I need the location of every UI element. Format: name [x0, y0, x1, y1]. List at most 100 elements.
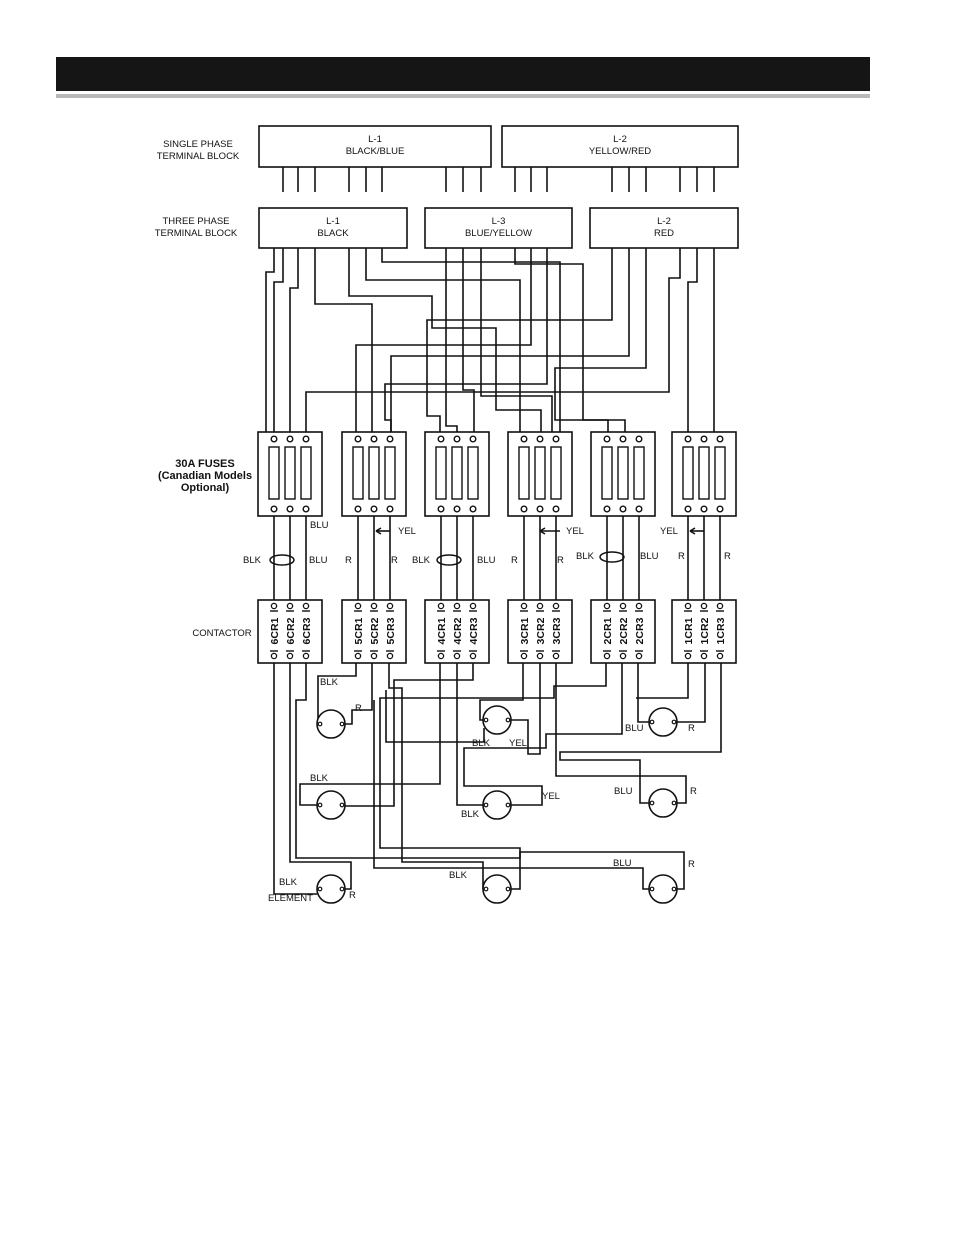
- contactor-terminal: [270, 652, 278, 660]
- single-phase-block: [258, 125, 492, 168]
- wire-label: BLK: [279, 877, 298, 888]
- contactor-name: 6CR1: [269, 617, 281, 644]
- contactor-name: 4CR1: [436, 617, 448, 644]
- wire-label: R: [557, 555, 564, 566]
- element-wire: [456, 659, 483, 806]
- fuse: [435, 446, 447, 500]
- header-bar: [56, 57, 870, 91]
- fuse-terminal: [386, 505, 394, 513]
- element-wire: [636, 659, 689, 699]
- fuse-terminal: [270, 435, 278, 443]
- contactor-terminal: [286, 602, 294, 610]
- element-wire: [289, 659, 352, 890]
- heating-element: [316, 874, 346, 904]
- supply-wire: [289, 248, 299, 436]
- contactor-terminal: [302, 602, 310, 610]
- supply-wire: [445, 248, 458, 436]
- fuse-terminal: [520, 505, 528, 513]
- element-wire: [345, 659, 474, 807]
- yel-arrow-head: [689, 527, 696, 535]
- fuse: [550, 446, 562, 500]
- element-terminal: [339, 886, 345, 892]
- fuse-terminal: [536, 505, 544, 513]
- block-color: RED: [654, 228, 674, 239]
- fuse-terminal: [286, 435, 294, 443]
- contactor-terminal: [619, 602, 627, 610]
- supply-wire: [365, 248, 521, 436]
- heating-elements: [316, 705, 678, 904]
- three-phase-label: THREE PHASE: [162, 216, 229, 227]
- contactor-terminal: [520, 602, 528, 610]
- wire-label: BLK: [243, 555, 262, 566]
- element-wire: [559, 659, 722, 804]
- element-terminal: [317, 802, 323, 808]
- contactor-name: 2CR1: [602, 617, 614, 644]
- element-wire: [511, 659, 541, 755]
- contactor-terminal: [716, 652, 724, 660]
- element-terminal: [317, 886, 323, 892]
- supply-wire: [381, 248, 561, 436]
- wire-label: BLK: [310, 773, 329, 784]
- contactor-name: 3CR2: [535, 617, 547, 644]
- wire-label: BLU: [309, 555, 328, 566]
- fuse: [601, 446, 613, 500]
- supply-wire: [384, 248, 548, 436]
- block-name: L-3: [492, 216, 506, 227]
- fuse-terminal: [469, 505, 477, 513]
- heating-element: [482, 874, 512, 904]
- contactor-terminal: [700, 652, 708, 660]
- fuse: [682, 446, 694, 500]
- wire-label: BLU: [477, 555, 496, 566]
- fuse: [451, 446, 463, 500]
- contactor-name: 6CR2: [285, 617, 297, 644]
- three-phase-block: [589, 207, 739, 249]
- wire-label: BLU: [614, 786, 633, 797]
- element-terminal: [339, 802, 345, 808]
- wire-label: YEL: [566, 526, 584, 537]
- element-wire: [385, 690, 485, 743]
- contactor-terminal: [635, 652, 643, 660]
- contactor-terminal: [603, 652, 611, 660]
- header-rule: [56, 94, 870, 98]
- supply-wire: [480, 248, 553, 436]
- fuse: [284, 446, 296, 500]
- contactor-terminal: [354, 652, 362, 660]
- fuse-terminal: [603, 505, 611, 513]
- single-phase-label: TERMINAL BLOCK: [157, 151, 240, 162]
- contactor-name: 3CR3: [551, 617, 563, 644]
- fuse-terminal: [520, 435, 528, 443]
- fuse: [534, 446, 546, 500]
- wire-label: BLU: [613, 858, 632, 869]
- supply-wire: [462, 248, 475, 436]
- supply-wire: [314, 248, 373, 436]
- contactor-name: 2CR3: [634, 617, 646, 644]
- contactor-name: 5CR3: [385, 617, 397, 644]
- contactor-terminal: [270, 602, 278, 610]
- fuses-label: Optional): [181, 482, 230, 494]
- element-terminal: [671, 886, 677, 892]
- element-wire: [379, 659, 607, 890]
- element-wire: [388, 659, 484, 889]
- contactor-terminal: [635, 602, 643, 610]
- contactor-name: 1CR2: [699, 617, 711, 644]
- element-terminal: [671, 719, 677, 725]
- wire-label: BLK: [320, 677, 339, 688]
- fuse: [633, 446, 645, 500]
- fuses-label: 30A FUSES: [175, 458, 235, 470]
- contactor-name: 2CR2: [618, 617, 630, 644]
- element-terminal: [505, 717, 511, 723]
- supply-wire: [426, 248, 613, 436]
- three-phase-label: TERMINAL BLOCK: [155, 228, 238, 239]
- contactor-terminal: [370, 652, 378, 660]
- fuse-terminal: [684, 435, 692, 443]
- wire-bundle: [599, 551, 625, 563]
- fuse-terminal: [270, 505, 278, 513]
- fuse-terminal: [286, 505, 294, 513]
- fuse-terminal: [700, 435, 708, 443]
- contactor-name: 1CR1: [683, 617, 695, 644]
- fuse-blocks: [257, 431, 737, 517]
- element-wire: [479, 659, 524, 721]
- fuse: [368, 446, 380, 500]
